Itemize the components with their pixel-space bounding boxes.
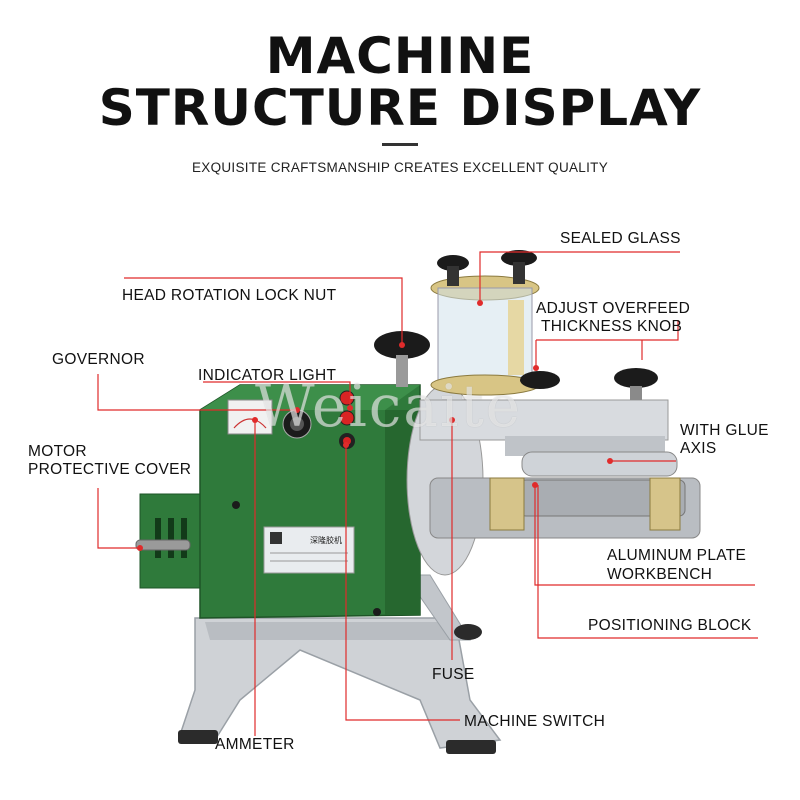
leader-lines	[97, 251, 758, 736]
label-machine-switch: MACHINE SWITCH	[464, 713, 606, 730]
knobs	[374, 331, 658, 400]
label-with-glue-axis-2: AXIS	[680, 440, 717, 457]
page-subtitle: EXQUISITE CRAFTSMANSHIP CREATES EXCELLEN…	[191, 160, 609, 175]
glue-axis-roller	[489, 451, 686, 531]
label-motor-cover-2: PROTECTIVE COVER	[28, 461, 192, 478]
leader-dots	[137, 300, 613, 551]
label-adjust-overfeed-2: THICKNESS KNOB	[541, 318, 683, 335]
label-with-glue-axis-1: WITH GLUE	[680, 422, 769, 439]
label-positioning-block: POSITIONING BLOCK	[588, 617, 752, 634]
page-title-line2: STRUCTURE DISPLAY	[98, 79, 702, 137]
motor-protective-cover	[135, 493, 203, 589]
label-motor-cover-1: MOTOR	[28, 443, 87, 460]
label-fuse: FUSE	[432, 666, 475, 683]
label-indicator-light: INDICATOR LIGHT	[198, 367, 337, 384]
label-sealed-glass: SEALED GLASS	[560, 230, 681, 247]
label-governor: GOVERNOR	[52, 351, 145, 368]
title-divider	[382, 143, 418, 146]
label-ammeter: AMMETER	[215, 736, 295, 753]
label-adjust-overfeed-1: ADJUST OVERFEED	[536, 300, 691, 317]
watermark: Weicaite	[255, 372, 523, 440]
machine-base	[178, 574, 502, 754]
page-title-line1: MACHINE	[265, 27, 535, 85]
label-head-rotation-lock-nut: HEAD ROTATION LOCK NUT	[122, 287, 337, 304]
label-aluminum-plate-1: ALUMINUM PLATE	[607, 547, 747, 564]
label-aluminum-plate-2: WORKBENCH	[607, 566, 713, 583]
nameplate-text: 深隆胶机	[310, 535, 342, 545]
sealed-glass-container	[430, 250, 540, 396]
